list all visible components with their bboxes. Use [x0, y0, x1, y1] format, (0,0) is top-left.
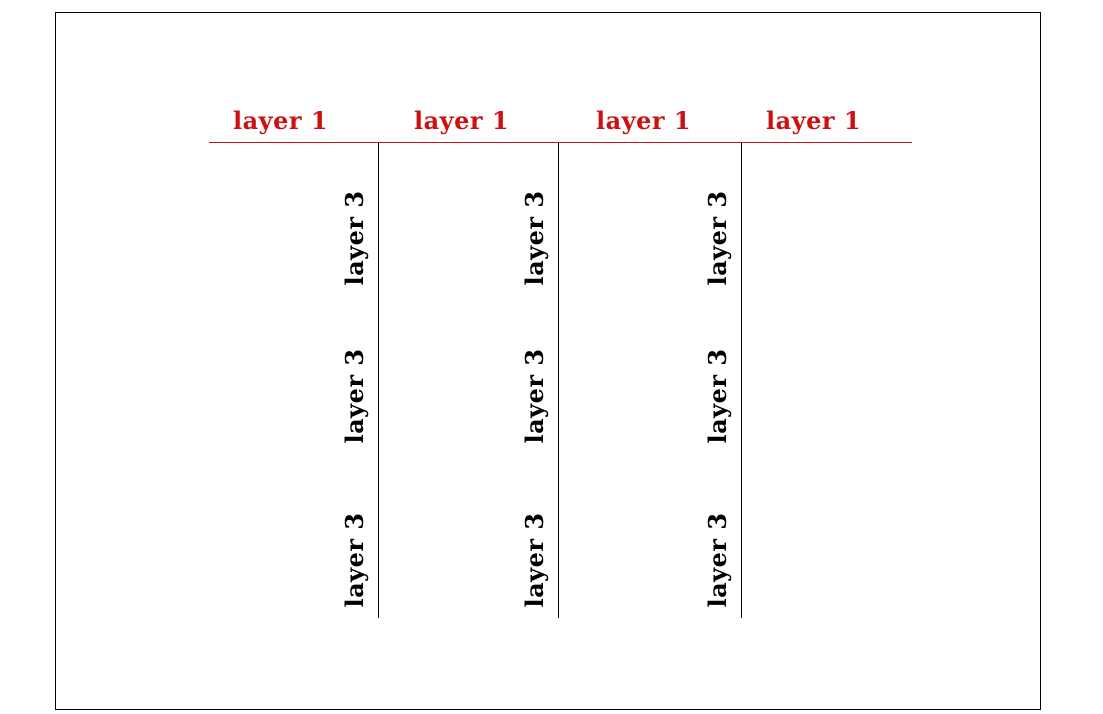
header-label: layer 1 — [596, 106, 692, 135]
column-3-label: layer 3 — [703, 348, 732, 444]
column-divider — [558, 143, 559, 618]
column-2-label: layer 3 — [520, 512, 549, 608]
column-1-label: layer 3 — [340, 190, 369, 286]
header-label: layer 1 — [766, 106, 862, 135]
column-3-label: layer 3 — [703, 512, 732, 608]
column-1-label: layer 3 — [340, 348, 369, 444]
header-label: layer 1 — [414, 106, 510, 135]
column-divider — [741, 143, 742, 618]
column-2-label: layer 3 — [520, 190, 549, 286]
column-1-label: layer 3 — [340, 512, 369, 608]
diagram-frame — [55, 12, 1041, 710]
column-2-label: layer 3 — [520, 348, 549, 444]
column-divider — [378, 143, 379, 618]
header-label: layer 1 — [233, 106, 329, 135]
column-3-label: layer 3 — [703, 190, 732, 286]
header-rule — [209, 142, 912, 143]
